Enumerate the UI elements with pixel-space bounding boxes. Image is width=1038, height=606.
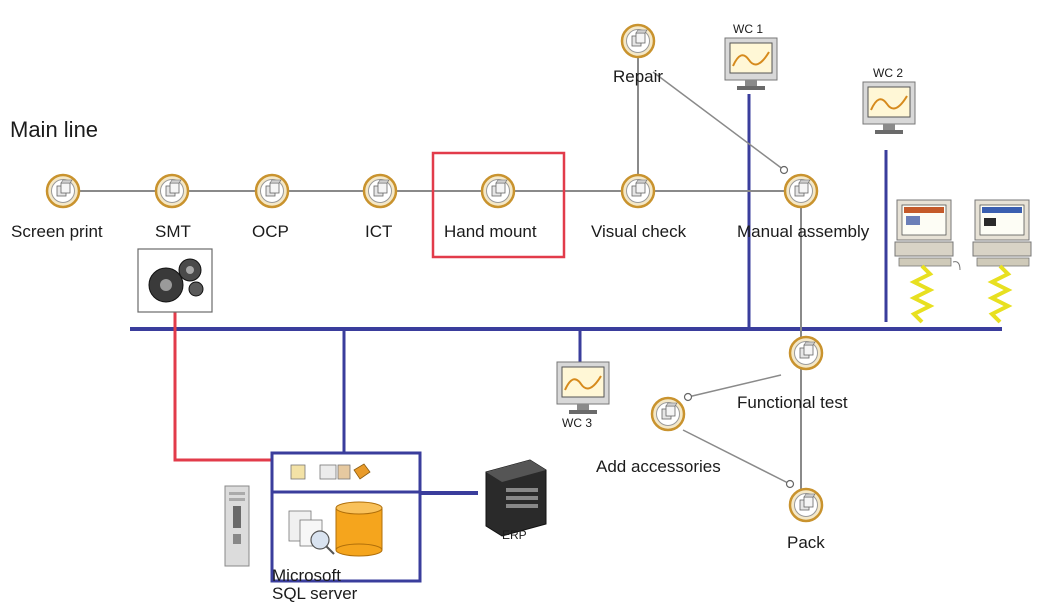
wc2-monitor-icon[interactable]	[862, 81, 916, 135]
station-label-ict: ICT	[365, 222, 393, 241]
station-icon-repair[interactable]	[620, 23, 656, 59]
station-icon-smt[interactable]	[154, 173, 190, 209]
sql-server-box[interactable]	[270, 451, 422, 583]
wc3-monitor-icon[interactable]	[556, 361, 610, 415]
station-label-pack: Pack	[787, 533, 825, 552]
station-icon-add-accessories[interactable]	[650, 396, 686, 432]
accessories-pack-end	[785, 479, 795, 489]
repair-connector-end	[779, 165, 789, 175]
station-icon-pack[interactable]	[788, 487, 824, 523]
accessories-pack-connector	[682, 429, 791, 485]
station-label-screen-print: Screen print	[11, 222, 103, 241]
test-accessories-end	[683, 392, 693, 402]
station-label-visual-check: Visual check	[591, 222, 687, 241]
station-label-smt: SMT	[155, 222, 191, 241]
diagram-title: Main line	[10, 117, 99, 142]
station-icon-manual-assembly[interactable]	[783, 173, 819, 209]
station-label-add-accessories: Add accessories	[596, 457, 721, 476]
pc1-zigzag-link	[909, 264, 935, 324]
station-icon-functional-test[interactable]	[788, 335, 824, 371]
station-label-hand-mount: Hand mount	[444, 222, 537, 241]
machine-server-link	[173, 312, 272, 462]
wc1-label: WC 1	[733, 22, 763, 36]
server-tower-icon[interactable]	[224, 485, 250, 567]
wc1-monitor-icon[interactable]	[724, 37, 778, 91]
repair-to-manual-connector	[652, 71, 785, 171]
station-label-repair: Repair	[613, 67, 664, 86]
pc2-zigzag-link	[987, 264, 1013, 324]
wc3-label: WC 3	[562, 416, 592, 430]
station-icon-hand-mount[interactable]	[480, 173, 516, 209]
gear-machine-icon[interactable]	[137, 248, 213, 313]
station-label-manual-assembly: Manual assembly	[737, 222, 870, 241]
station-label-ocp: OCP	[252, 222, 289, 241]
station-label-functional-test: Functional test	[737, 393, 848, 412]
station-icon-ict[interactable]	[362, 173, 398, 209]
wc2-label: WC 2	[873, 66, 903, 80]
station-icon-visual-check[interactable]	[620, 173, 656, 209]
test-accessories-connector	[687, 374, 782, 398]
pc-desktop-icon-1[interactable]	[894, 199, 961, 271]
hand-mount-highlight	[431, 151, 566, 259]
station-icon-ocp[interactable]	[254, 173, 290, 209]
sql-server-label-line1: Microsoft	[272, 566, 341, 585]
pc-desktop-icon-2[interactable]	[972, 199, 1032, 267]
station-icon-screen-print[interactable]	[45, 173, 81, 209]
sql-server-label-line2: SQL server	[272, 584, 358, 603]
erp-server-icon[interactable]	[485, 459, 547, 537]
erp-label: ERP	[502, 528, 527, 542]
